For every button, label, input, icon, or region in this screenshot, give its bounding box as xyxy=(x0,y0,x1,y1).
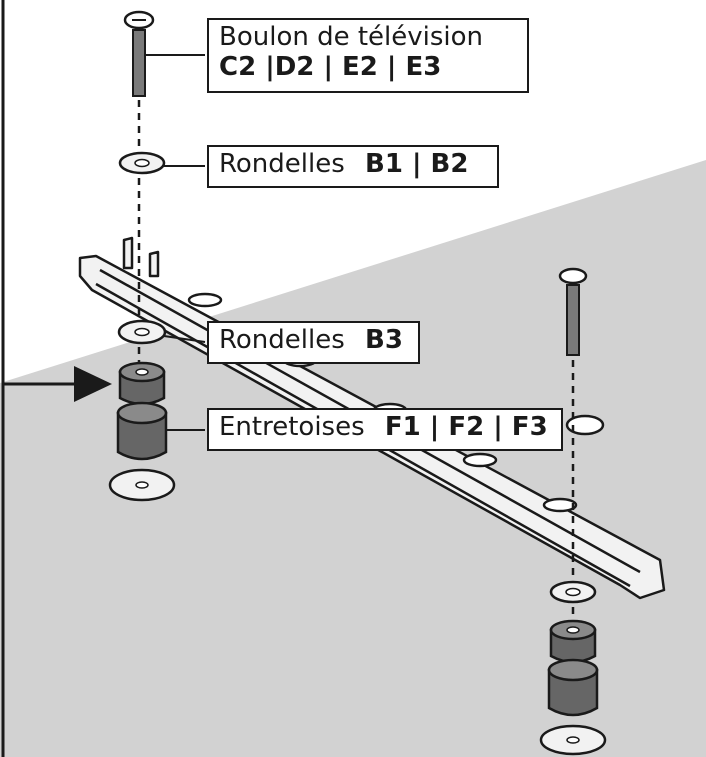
callout-washers-b3-label: Rondelles xyxy=(219,325,345,355)
left-washer-lower xyxy=(117,319,167,345)
right-spacer-small xyxy=(549,619,597,664)
callout-washers-b1-b2: Rondelles B1 | B2 xyxy=(207,145,499,188)
wall-background xyxy=(0,160,706,757)
callout-tv-bolt-label: Boulon de télévision xyxy=(219,22,484,52)
left-spacer-large xyxy=(116,401,168,461)
callout-spacers-label: Entretoises xyxy=(219,412,365,442)
pointing-arrow xyxy=(4,366,112,402)
left-bolt xyxy=(123,10,155,97)
right-bolt xyxy=(558,267,588,356)
right-washer xyxy=(549,580,597,604)
callout-spacers-codes: F1 | F2 | F3 xyxy=(384,412,548,442)
callout-spacers: Entretoises F1 | F2 | F3 xyxy=(207,408,563,451)
callout-washers-b1-b2-label: Rondelles xyxy=(219,149,345,179)
callout-washers-b3-codes: B3 xyxy=(365,325,403,355)
callout-washers-b1-b2-codes: B1 | B2 xyxy=(365,149,469,179)
left-washer-upper xyxy=(118,151,166,175)
right-spacer-large xyxy=(547,658,599,717)
callout-washers-b3: Rondelles B3 xyxy=(207,321,420,364)
leader-lines xyxy=(146,54,206,431)
callout-tv-bolt-codes: C2 |D2 | E2 | E3 xyxy=(219,52,442,82)
left-base-washer xyxy=(108,468,176,502)
right-base-washer xyxy=(539,724,607,756)
left-spacer-small xyxy=(118,361,166,406)
callout-tv-bolt: Boulon de télévision C2 |D2 | E2 | E3 xyxy=(207,18,529,93)
